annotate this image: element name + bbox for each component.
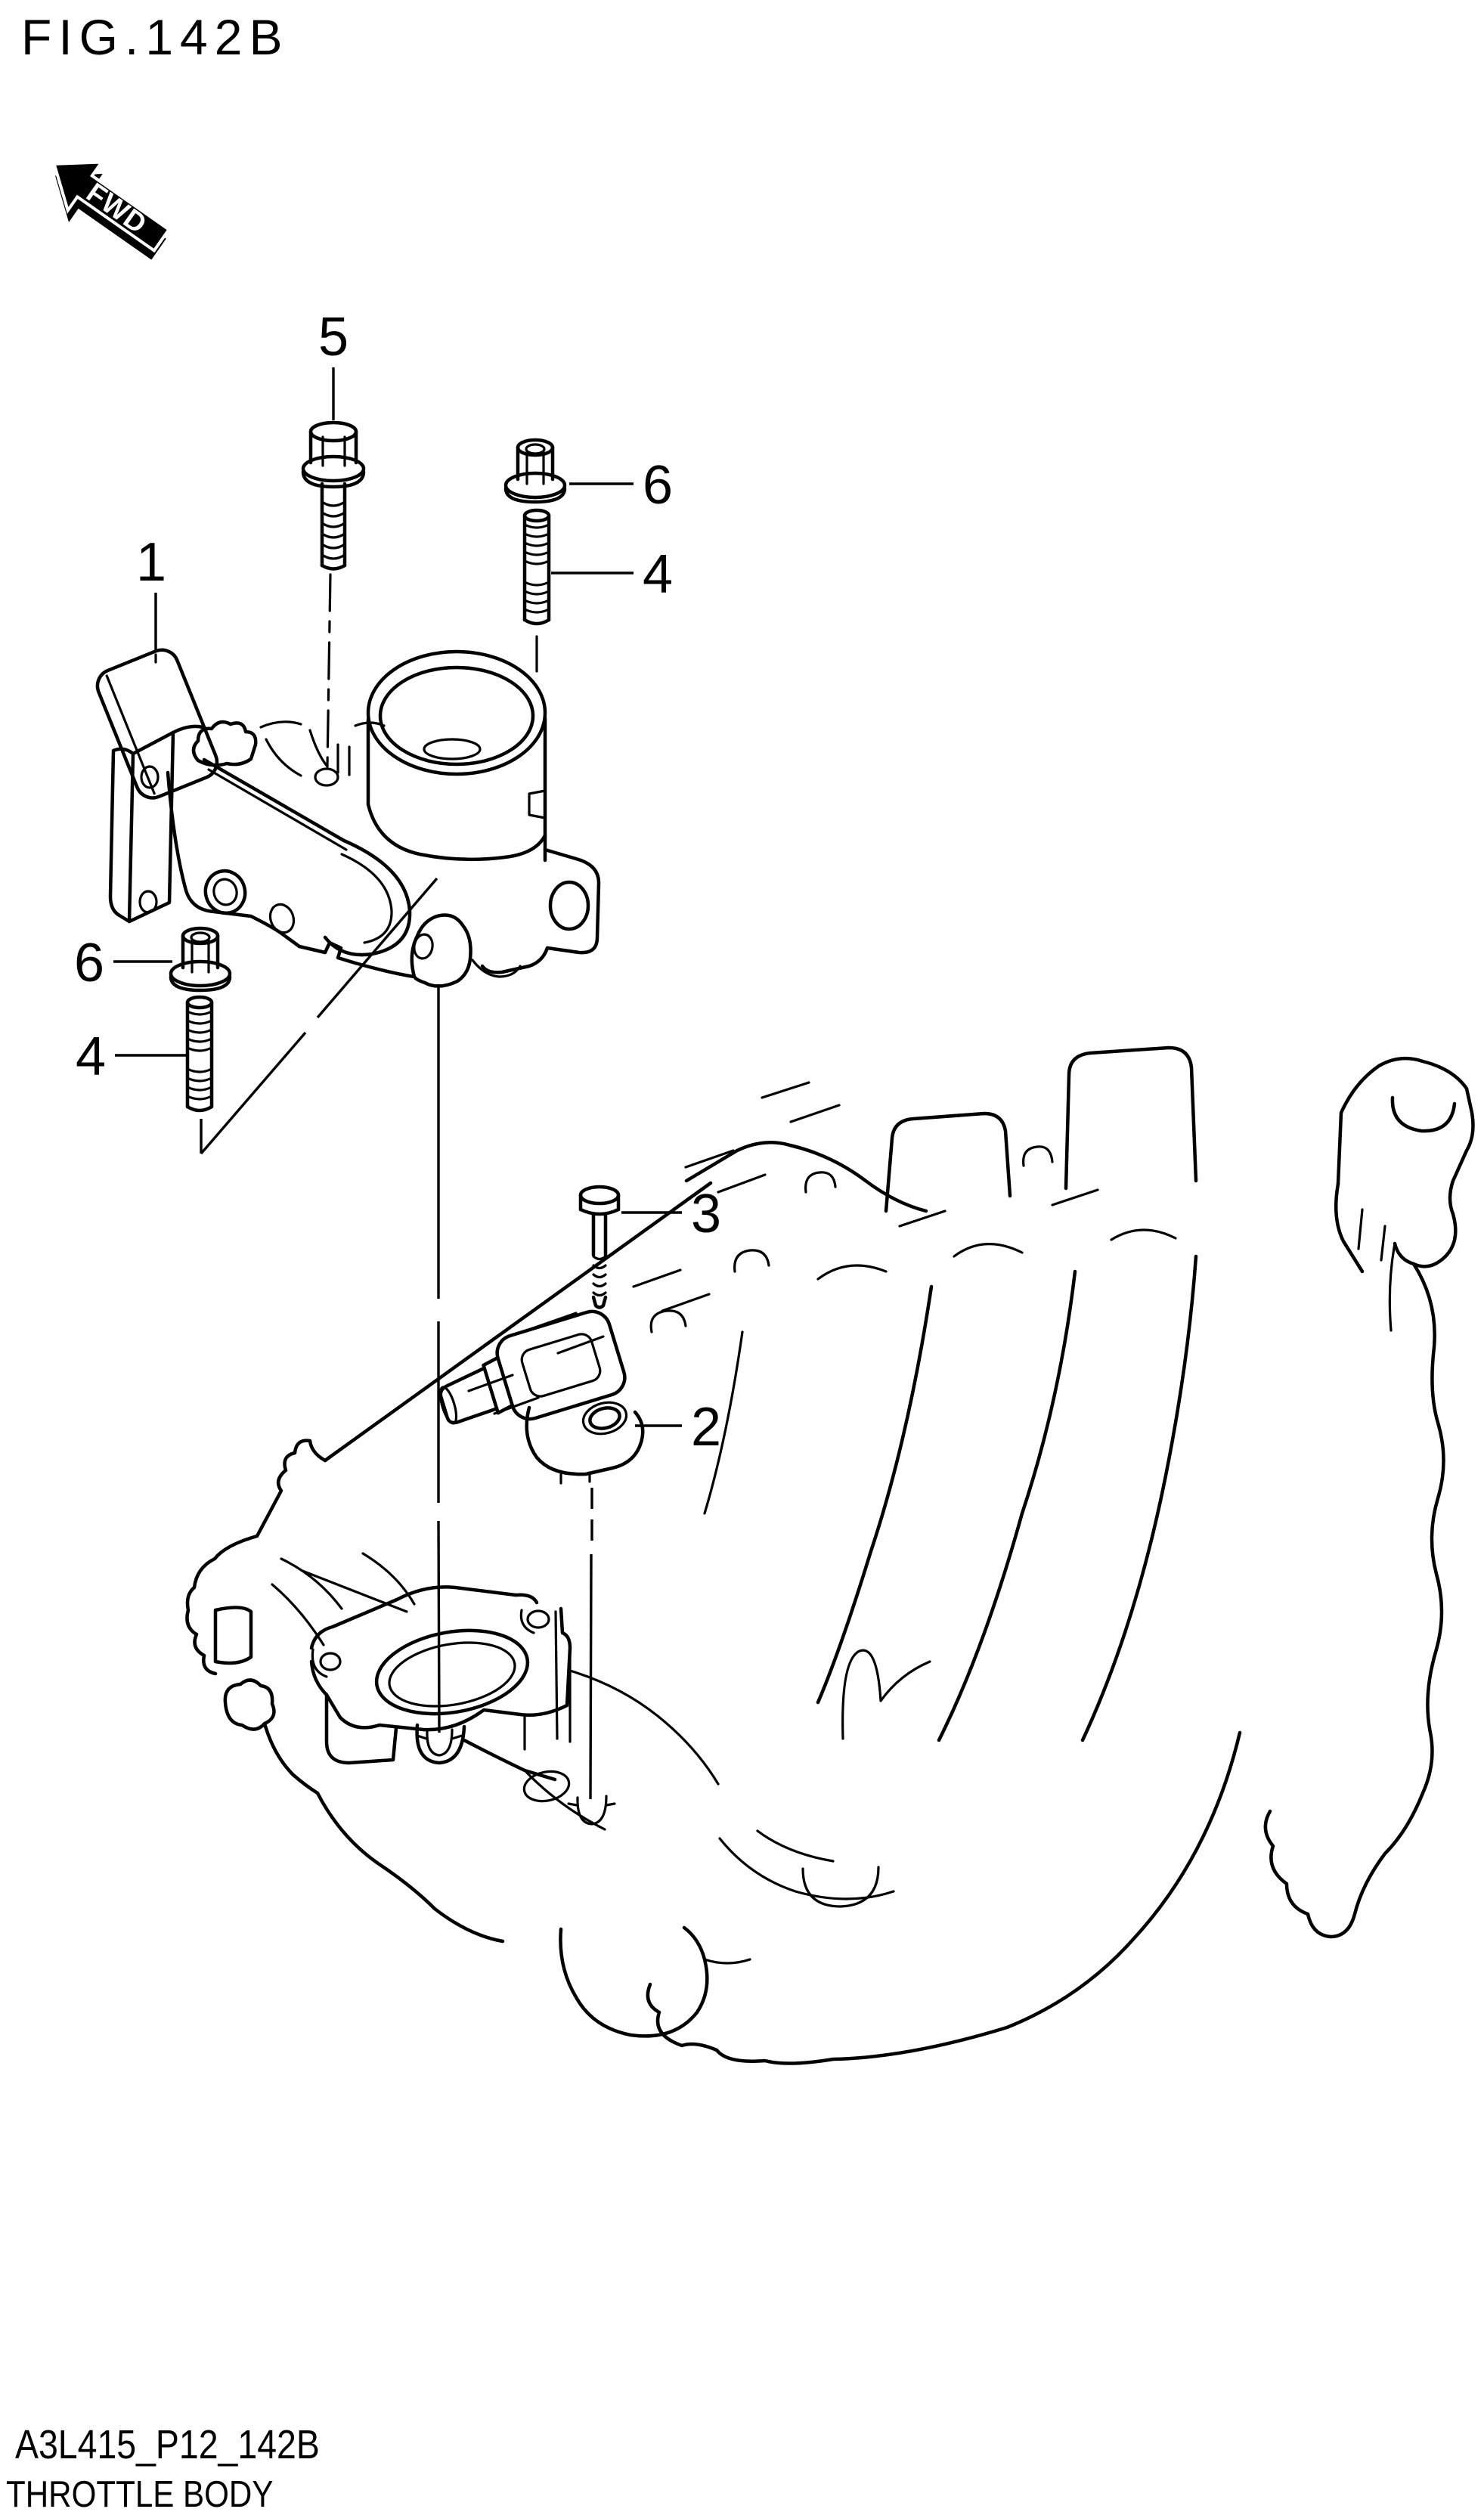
throttle-body-drawing [108, 649, 601, 1757]
stud-lower-drawing [185, 995, 214, 1113]
callout-4-upper: 4 [643, 544, 673, 605]
intake-manifold-drawing [185, 1045, 1475, 2065]
flange-nut-upper-drawing [503, 438, 567, 504]
callout-6-lower: 6 [74, 933, 104, 993]
sensor-screw-drawing [578, 1185, 621, 1309]
callout-5: 5 [318, 307, 349, 367]
drawing-code: A3L415_P12_142B [15, 2421, 320, 2467]
flange-bolt-drawing [301, 420, 366, 768]
callout-6-upper: 6 [643, 455, 673, 516]
throttle-body-connector-drawing [95, 648, 219, 800]
drawing-caption: THROTTLE BODY [6, 2473, 273, 2512]
page-title: FIG.142B [21, 9, 289, 65]
callout-4-lower: 4 [76, 1027, 106, 1087]
hatch-detail-lines [467, 1081, 1099, 1415]
stud-upper-drawing [522, 508, 551, 673]
fwd-arrow-face [52, 160, 172, 253]
flange-nut-lower-drawing [169, 926, 232, 993]
callout-1: 1 [136, 532, 166, 593]
fwd-arrow-icon: FWD [52, 160, 172, 260]
callout-2: 2 [691, 1397, 721, 1457]
